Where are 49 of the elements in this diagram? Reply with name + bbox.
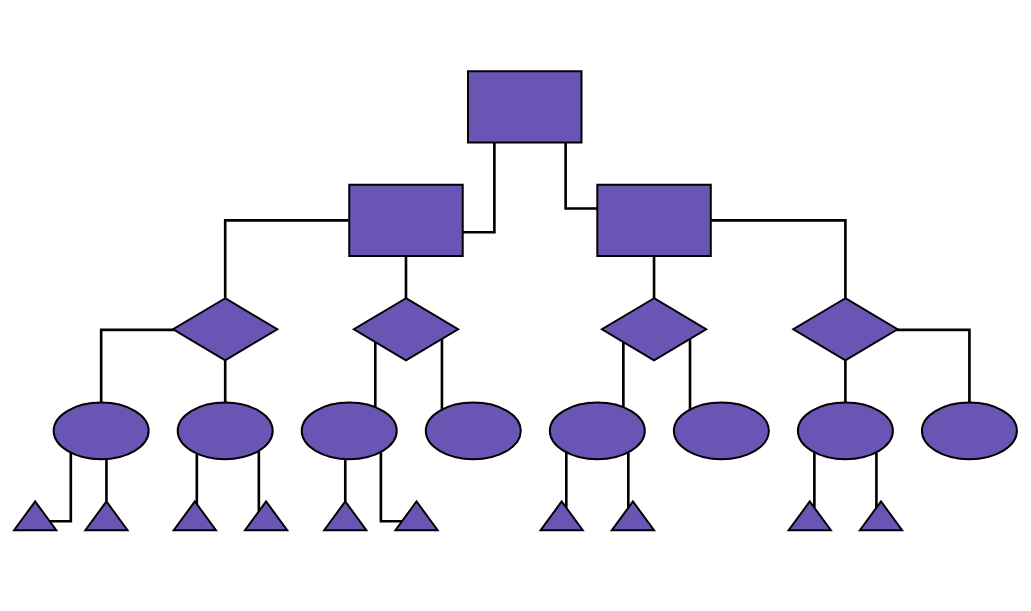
node-diamond	[351, 297, 461, 362]
connector	[105, 459, 108, 502]
node-triangle	[609, 499, 656, 532]
connector	[875, 452, 878, 508]
connector	[688, 339, 692, 410]
connector	[564, 143, 598, 210]
node-ellipse	[52, 401, 150, 461]
connector	[813, 452, 816, 508]
connector	[440, 339, 444, 410]
node-triangle	[243, 499, 290, 532]
connector	[564, 452, 568, 508]
connector	[99, 328, 174, 403]
node-triangle	[171, 499, 218, 532]
node-triangle	[12, 499, 59, 532]
node-triangle	[857, 499, 905, 532]
node-triangle	[393, 499, 440, 532]
connector	[652, 256, 656, 298]
connector	[710, 219, 847, 298]
connector	[379, 452, 402, 523]
node-ellipse	[424, 401, 522, 461]
connector	[374, 342, 377, 407]
connector	[627, 452, 630, 508]
connector	[257, 451, 261, 512]
node-diamond	[600, 297, 709, 362]
connector	[622, 342, 625, 407]
connector	[343, 459, 347, 502]
node-ellipse	[176, 401, 274, 461]
connector	[462, 142, 496, 234]
node-triangle	[83, 499, 130, 532]
node-ellipse	[548, 401, 646, 461]
node-triangle	[538, 499, 585, 532]
connector	[896, 328, 971, 403]
connector	[844, 360, 847, 403]
connector	[404, 256, 408, 298]
node-ellipse	[672, 401, 770, 461]
node-triangle	[786, 499, 833, 532]
node-ellipse	[300, 401, 398, 461]
connector	[223, 219, 349, 298]
node-diamond	[171, 297, 280, 362]
node-diamond	[791, 297, 900, 362]
node-triangle	[322, 499, 369, 532]
node-box	[348, 183, 464, 257]
connector	[195, 453, 199, 504]
node-box	[467, 70, 583, 144]
connector	[50, 452, 73, 523]
node-box	[596, 183, 712, 257]
node-ellipse	[920, 401, 1018, 461]
node-ellipse	[796, 401, 894, 461]
connector	[223, 360, 227, 403]
